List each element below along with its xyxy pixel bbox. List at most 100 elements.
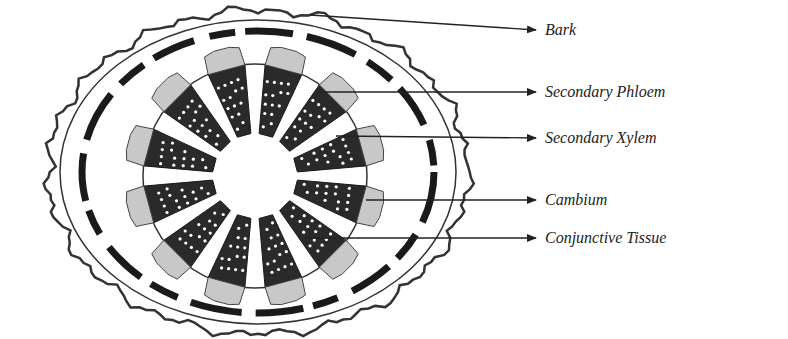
xylem-vessel (270, 271, 273, 274)
xylem-vessel (189, 234, 192, 237)
xylem-vessel (325, 185, 328, 188)
xylem-vessel (329, 143, 332, 146)
xylem-vessel (226, 107, 229, 110)
xylem-vessel (278, 253, 281, 256)
xylem-vessel (217, 86, 220, 89)
xylem-vessel (160, 198, 163, 201)
xylem-vessel (280, 242, 283, 245)
xylem-vessel (315, 158, 318, 161)
secondary-phloem (265, 47, 305, 74)
xylem-vessel (222, 213, 225, 216)
xylem-vessel (302, 231, 305, 234)
xylem-vessel (266, 262, 269, 265)
xylem-vessel (270, 236, 273, 239)
secondary-phloem (126, 126, 153, 166)
xylem-vessel (344, 144, 347, 147)
xylem-vessel (321, 244, 324, 247)
xylem-vessel (348, 187, 351, 190)
secondary-phloem (356, 126, 383, 166)
xylem-vessel (315, 191, 318, 194)
xylem-vessel (335, 185, 338, 188)
xylem-vessel (229, 96, 232, 99)
xylem-vessel (221, 257, 224, 260)
xylem-vessel (324, 192, 327, 195)
xylem-vessel (303, 183, 306, 186)
xylem-vessel (237, 227, 240, 230)
xylem-vessel (228, 258, 231, 261)
xylem-vessel (213, 212, 216, 215)
xylem-vessel (208, 129, 211, 132)
xylem-vessel (162, 141, 165, 144)
xylem-vessel (300, 157, 303, 160)
xylem-vessel (236, 245, 239, 248)
xylem-vessel (270, 113, 273, 116)
xylem-vessel (203, 227, 206, 230)
xylem-vessel (244, 237, 247, 240)
xylem-vessel (196, 130, 199, 133)
xylem-vessel (311, 219, 314, 222)
secondary-xylem (294, 180, 366, 223)
xylem-vessel (303, 214, 306, 217)
xylem-vessel (243, 246, 246, 249)
xylem-vessel (227, 267, 230, 270)
xylem-vessel (197, 223, 200, 226)
xylem-vessel (161, 148, 164, 151)
xylem-vessel (316, 184, 319, 187)
bark-outline (44, 7, 474, 337)
xylem-vessel (215, 143, 218, 146)
xylem-vessel (347, 151, 350, 154)
xylem-vessel (271, 94, 274, 97)
xylem-vessel (283, 265, 286, 268)
xylem-vessel (241, 87, 244, 90)
xylem-vessel (306, 225, 309, 228)
xylem-vessel (299, 129, 302, 132)
xylem-vessel (292, 206, 295, 209)
xylem-vessel (172, 164, 175, 167)
xylem-vessel (321, 147, 324, 150)
xylem-vessel (332, 150, 335, 153)
xylem-vessel (309, 114, 312, 117)
part-label: Secondary Xylem (545, 128, 657, 148)
xylem-vessel (317, 103, 320, 106)
xylem-vessel (316, 249, 319, 252)
xylem-vessel (314, 230, 317, 233)
xylem-vessel (323, 119, 326, 122)
xylem-vessel (191, 165, 194, 168)
xylem-vessel (298, 220, 301, 223)
xylem-vessel (204, 135, 207, 138)
xylem-vessel (198, 235, 201, 238)
xylem-vessel (285, 250, 288, 253)
xylem-vessel (230, 81, 233, 84)
cambium-ring (143, 64, 367, 288)
xylem-vessel (189, 124, 192, 127)
secondary-xylem (208, 215, 251, 287)
xylem-vessel (310, 126, 313, 129)
xylem-vessel (241, 121, 244, 124)
leader-line (318, 91, 536, 92)
xylem-vessel (290, 262, 293, 265)
xylem-vessel (194, 197, 197, 200)
leader-line (310, 15, 536, 30)
xylem-vessel (214, 224, 217, 227)
xylem-vessel (193, 119, 196, 122)
xylem-vessel (267, 247, 270, 250)
part-label: Cambium (545, 190, 607, 210)
xylem-vessel (234, 89, 237, 92)
xylem-vessel (293, 125, 296, 128)
secondary-phloem (205, 277, 245, 304)
secondary-phloem (356, 186, 383, 226)
xylem-vessel (266, 80, 269, 83)
xylem-vessel (277, 268, 280, 271)
xylem-vessel (178, 117, 181, 120)
secondary-phloem (126, 186, 153, 226)
leader-line (305, 237, 536, 238)
xylem-vessel (341, 138, 344, 141)
cortex-outline (60, 20, 456, 324)
xylem-vessel (264, 93, 267, 96)
xylem-vessel (306, 191, 309, 194)
xylem-vessel (313, 239, 316, 242)
xylem-vessel (191, 100, 194, 103)
xylem-vessel (337, 200, 340, 203)
xylem-vessel (175, 199, 178, 202)
xylem-vessel (186, 105, 189, 108)
